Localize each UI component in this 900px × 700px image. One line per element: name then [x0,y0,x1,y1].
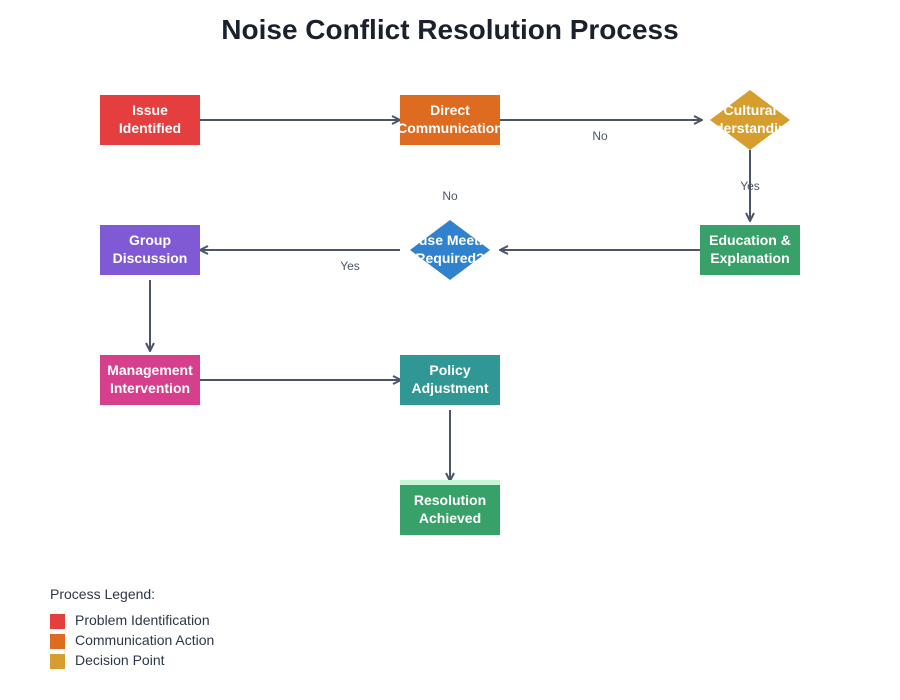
legend-swatch-communication [50,634,65,649]
node-education-explanation: Education & Explanation [700,225,800,275]
node-issue-identified: Issue Identified [100,95,200,145]
node-resolution-shape [400,485,500,535]
node-group-line-1: Group [129,232,171,248]
legend-item-problem: Problem Identification [50,610,214,630]
edge-labels: No Yes No Yes [340,129,760,273]
edge-label-meeting-no: No [442,189,458,203]
node-meeting-line-1: House Meeting [400,232,500,248]
node-education-line-2: Explanation [710,250,789,266]
legend-title: Process Legend: [50,586,156,602]
edge-label-direct-no: No [592,129,608,143]
node-direct-shape [400,95,500,145]
node-direct-communication: Direct Communication [397,95,503,145]
node-policy-shape [400,355,500,405]
node-direct-line-2: Communication [397,120,503,136]
node-cultural-line-2: Understanding? [696,120,803,136]
diagram-title: Noise Conflict Resolution Process [221,14,679,45]
legend-swatch-problem [50,614,65,629]
node-resolution-line-1: Resolution [414,492,486,508]
node-issue-shape [100,95,200,145]
node-resolution-achieved: Resolution Achieved [400,480,500,535]
node-policy-line-1: Policy [429,362,470,378]
legend-label-problem: Problem Identification [75,612,210,628]
node-education-shape [700,225,800,275]
legend-label-decision: Decision Point [75,652,165,668]
edge-label-meeting-yes: Yes [340,259,360,273]
node-resolution-line-2: Achieved [419,510,481,526]
node-policy-adjustment: Policy Adjustment [400,355,500,405]
legend-item-decision: Decision Point [50,650,214,670]
node-management-line-2: Intervention [110,380,190,396]
node-direct-line-1: Direct [430,102,470,118]
node-meeting-shape [410,220,490,280]
node-issue-line-1: Issue [132,102,168,118]
node-management-shape [100,355,200,405]
node-cultural-understanding: Cultural Understanding? [696,90,803,150]
legend-label-communication: Communication Action [75,632,215,648]
node-group-shape [100,225,200,275]
node-group-discussion: Group Discussion [100,225,200,275]
node-policy-line-2: Adjustment [412,380,489,396]
node-issue-line-2: Identified [119,120,181,136]
node-cultural-shape [710,90,790,150]
node-management-line-1: Management [107,362,193,378]
node-resolution-shadow [400,480,500,485]
node-house-meeting: House Meeting Required? [400,220,500,280]
process-legend: Process Legend: Problem Identification C… [50,586,214,670]
legend-item-communication: Communication Action [50,630,214,650]
node-meeting-line-2: Required? [415,250,484,266]
legend-swatch-decision [50,654,65,669]
edges [150,120,750,481]
node-cultural-line-1: Cultural [724,102,777,118]
edge-label-cultural-yes: Yes [740,179,760,193]
node-group-line-2: Discussion [113,250,188,266]
node-management-intervention: Management Intervention [100,355,200,405]
node-education-line-1: Education & [709,232,791,248]
